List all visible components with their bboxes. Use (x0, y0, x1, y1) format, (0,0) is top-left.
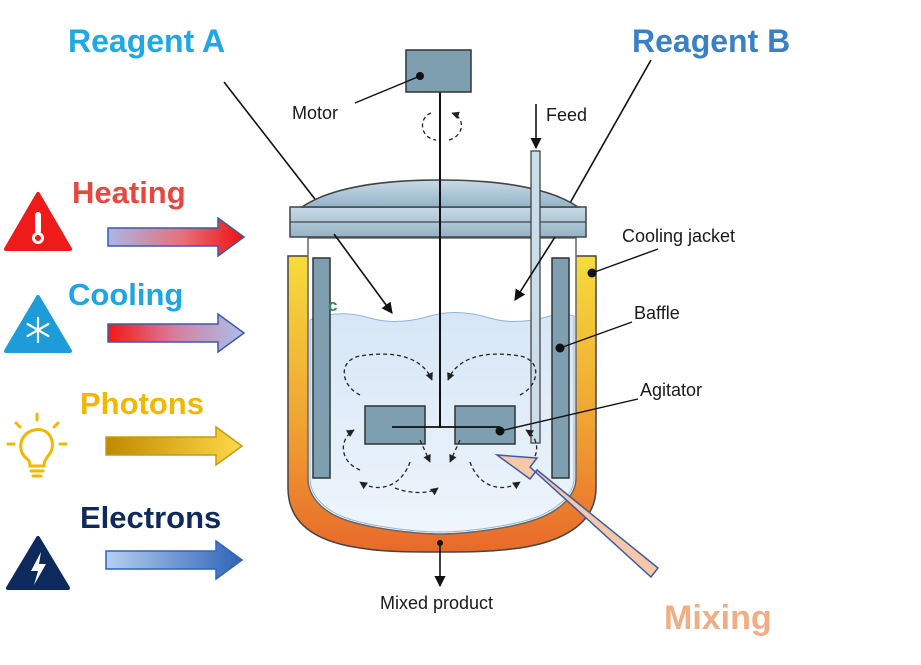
liquid (309, 311, 575, 533)
cooling-arrow (107, 312, 246, 354)
cooling-jacket-label: Cooling jacket (622, 226, 735, 246)
snowflake-warning-icon (4, 295, 72, 353)
electrons-label: Electrons (80, 500, 221, 535)
motor (405, 49, 472, 93)
baffle-right (551, 257, 570, 479)
reagent-a-leader (223, 81, 319, 204)
thermometer-warning-icon (4, 192, 72, 251)
cooling-row: Cooling (4, 277, 246, 354)
light-bulb-icon (6, 412, 68, 478)
photons-arrow (105, 425, 244, 467)
impeller-left (364, 405, 426, 445)
stray-c-label: c (328, 296, 337, 315)
feed-pipe (530, 150, 541, 444)
electrons-row: Electrons (6, 500, 244, 590)
photons-label: Photons (80, 386, 204, 421)
mixing-arrow (494, 454, 660, 579)
heating-row: Heating (4, 175, 246, 258)
motor-label: Motor (292, 103, 338, 123)
lightning-warning-icon (6, 536, 70, 590)
baffle-left (312, 257, 331, 479)
electrons-arrow (105, 539, 244, 581)
reagent-b-leader (569, 59, 652, 204)
heating-label: Heating (72, 175, 186, 210)
baffle-label: Baffle (634, 303, 680, 323)
reagent-b-label: Reagent B (632, 23, 790, 59)
heating-arrow (107, 216, 246, 258)
reagent-a-label: Reagent A (68, 23, 225, 59)
agitator-label: Agitator (640, 380, 702, 400)
flow-pattern (342, 353, 538, 496)
mixed-product-label: Mixed product (380, 593, 493, 613)
impeller-right (454, 405, 516, 445)
photons-row: Photons (6, 386, 244, 478)
cooling-label: Cooling (68, 277, 183, 312)
reactor (287, 49, 597, 588)
feed-label: Feed (546, 105, 587, 125)
mixing-label: Mixing (664, 599, 772, 637)
